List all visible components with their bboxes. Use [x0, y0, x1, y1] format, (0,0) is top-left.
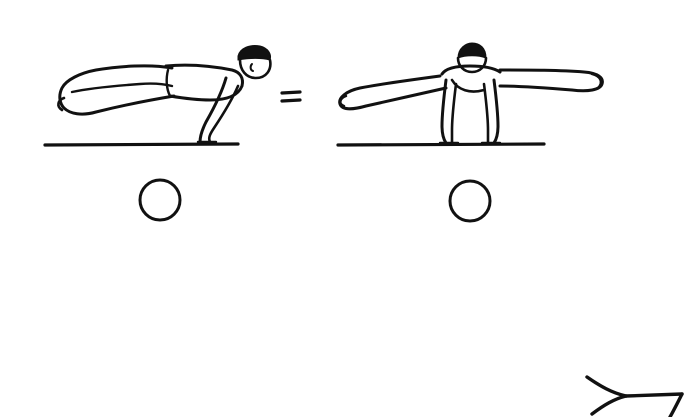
side-figure-waist — [165, 68, 172, 98]
equals-sign — [280, 90, 302, 103]
front-figure-left-arm — [440, 78, 448, 145]
side-figure-torso — [164, 63, 244, 102]
side-figure-leg-inner — [70, 82, 174, 94]
front-figure-left-arm-inner — [450, 82, 458, 145]
side-figure-hair — [237, 45, 271, 61]
side-figure-face — [238, 58, 272, 80]
side-figure-arm-back — [207, 84, 240, 144]
side-view-circle-symbol — [138, 178, 182, 222]
front-figure-left-leg — [338, 74, 448, 111]
front-view-circle-symbol — [448, 179, 492, 223]
floor-line-left — [43, 142, 240, 147]
planche-side-view-figure — [43, 45, 272, 147]
front-figure-left-foot — [339, 94, 348, 108]
side-figure-foot — [57, 96, 66, 112]
front-figure-right-foot — [590, 72, 603, 90]
front-figure-hair — [457, 42, 487, 59]
side-figure-arm — [198, 76, 228, 144]
front-figure-torso — [440, 64, 502, 76]
front-figure-right-arm — [492, 78, 500, 145]
front-figure-chest — [450, 78, 486, 93]
planche-front-view-figure — [336, 42, 604, 147]
side-figure-ear — [249, 63, 254, 72]
front-figure-right-arm-inner — [482, 82, 490, 145]
angle-arrow-icon — [585, 375, 684, 417]
front-figure-right-leg — [498, 68, 604, 93]
floor-line-right — [336, 142, 546, 147]
front-figure-face — [456, 56, 488, 74]
